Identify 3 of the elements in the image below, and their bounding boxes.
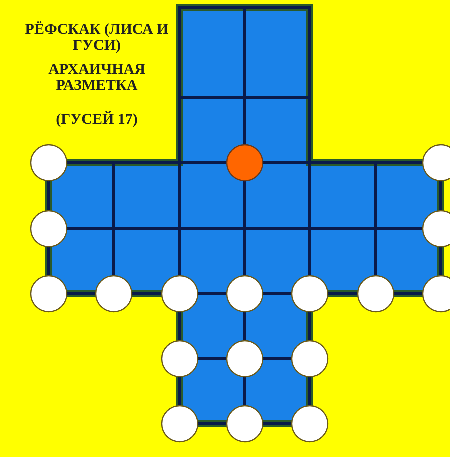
- title: РЁФСКАК (ЛИСА И ГУСИ): [24, 22, 170, 54]
- subtitle: АРХАИЧНАЯ РАЗМЕТКА: [48, 62, 146, 94]
- note: (ГУСЕЙ 17): [55, 112, 139, 128]
